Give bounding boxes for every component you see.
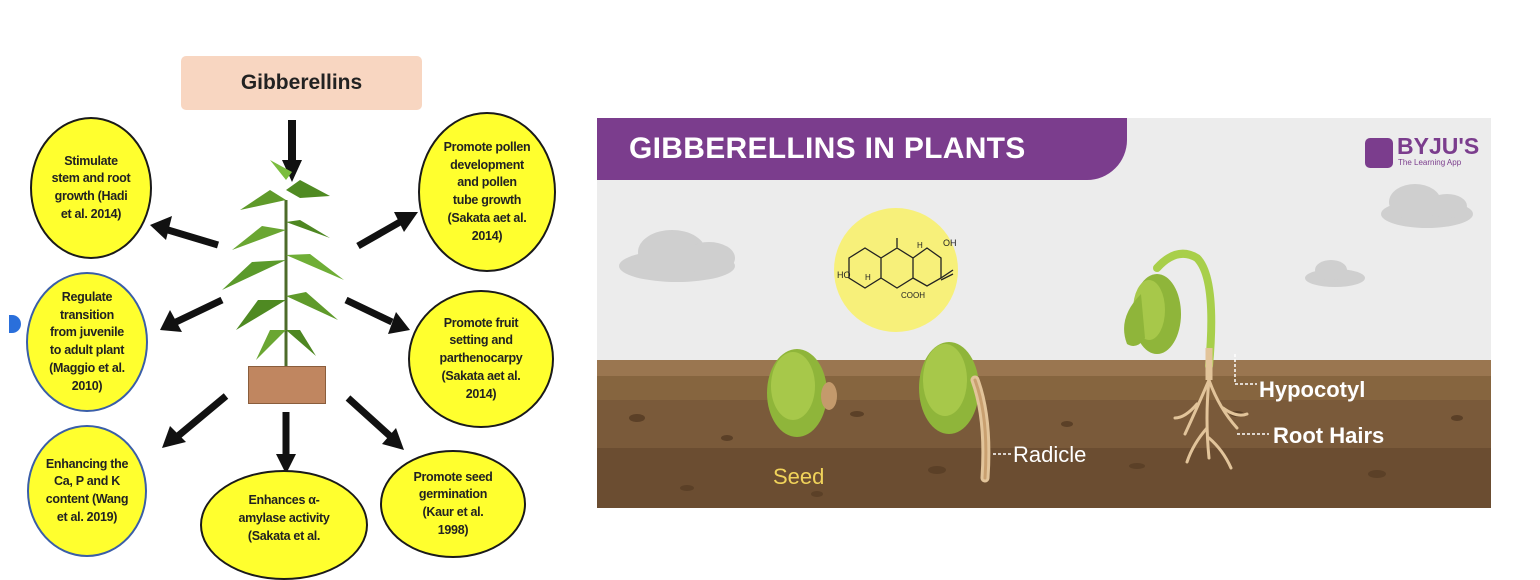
- effect-bubble-stem-root: Stimulate stem and root growth (Hadi et …: [30, 117, 152, 259]
- molecule-label-cooh: COOH: [901, 291, 925, 300]
- effect-text: Stimulate stem and root growth (Hadi et …: [51, 153, 131, 221]
- diagram-title: Gibberellins: [181, 56, 422, 110]
- cloud-right-top: [1381, 184, 1473, 228]
- gibberellins-in-plants-illustration: OH HO H H COOH: [597, 118, 1491, 508]
- arrow-title-to-plant: [282, 120, 302, 182]
- label-radicle: Radicle: [1013, 442, 1087, 467]
- effect-bubble-fruit-setting: Promote fruit setting and parthenocarpy …: [408, 290, 554, 428]
- seed-stage-1: [767, 349, 837, 437]
- edge-marker: [9, 315, 21, 333]
- effect-text: Promote fruit setting and parthenocarpy …: [439, 315, 523, 401]
- cloud-right-small: [1305, 260, 1365, 287]
- molecule-label-h: H: [917, 241, 923, 250]
- label-hypocotyl: Hypocotyl: [1259, 377, 1366, 402]
- arrow-to-juvenile: [160, 296, 224, 332]
- effect-text: Enhances α- amylase activity (Sakata et …: [238, 493, 330, 543]
- logo-name: BYJU'S: [1397, 133, 1480, 159]
- plant-pot: [248, 366, 326, 404]
- seedling-stage-3: [1124, 249, 1249, 470]
- effect-bubble-seed-germination: Promote seed germination (Kaur et al. 19…: [380, 450, 526, 558]
- effect-bubble-nutrient-content: Enhancing the Ca, P and K content (Wang …: [27, 425, 147, 557]
- effect-bubble-amylase: Enhances α- amylase activity (Sakata et …: [200, 470, 368, 580]
- effect-bubble-pollen-development: Promote pollen development and pollen tu…: [418, 112, 556, 272]
- effect-text: Promote pollen development and pollen tu…: [443, 139, 531, 243]
- label-root-hairs: Root Hairs: [1273, 423, 1385, 448]
- gibberellins-effects-diagram: Gibberellins Stimulate stem and root gro…: [0, 0, 560, 580]
- arrow-to-calcium: [162, 393, 229, 448]
- effect-text: Promote seed germination (Kaur et al. 19…: [413, 469, 493, 537]
- effect-bubble-juvenile-transition: Regulate transition from juvenile to adu…: [26, 272, 148, 412]
- seed-stage-2: [919, 342, 991, 483]
- logo-tagline: The Learning App: [1398, 158, 1462, 167]
- arrow-to-pollen: [356, 212, 418, 250]
- arrows-layer: [150, 120, 418, 474]
- molecule-label-h: H: [865, 273, 871, 282]
- byjus-logo-icon: [1365, 138, 1393, 168]
- title-banner: [597, 118, 1127, 180]
- molecule-label-oh: OH: [943, 238, 957, 248]
- gibberellin-molecule: OH HO H H COOH: [834, 208, 958, 332]
- arrow-to-seed: [345, 395, 404, 450]
- plant-illustration: [222, 160, 344, 366]
- effect-text: Enhancing the Ca, P and K content (Wang …: [45, 456, 129, 524]
- molecule-label-ho: HO: [837, 270, 851, 280]
- arrow-to-fruit: [344, 296, 410, 334]
- effect-arrows: [150, 212, 418, 474]
- illustration-title: GIBBERELLINS IN PLANTS: [629, 132, 1026, 165]
- effect-text: Regulate transition from juvenile to adu…: [49, 289, 125, 393]
- cloud-left: [619, 230, 735, 282]
- arrow-to-stem-root: [150, 216, 220, 249]
- label-seed: Seed: [773, 464, 825, 489]
- scene-background: OH HO H H COOH: [597, 184, 1491, 508]
- arrow-to-amylase: [276, 412, 296, 474]
